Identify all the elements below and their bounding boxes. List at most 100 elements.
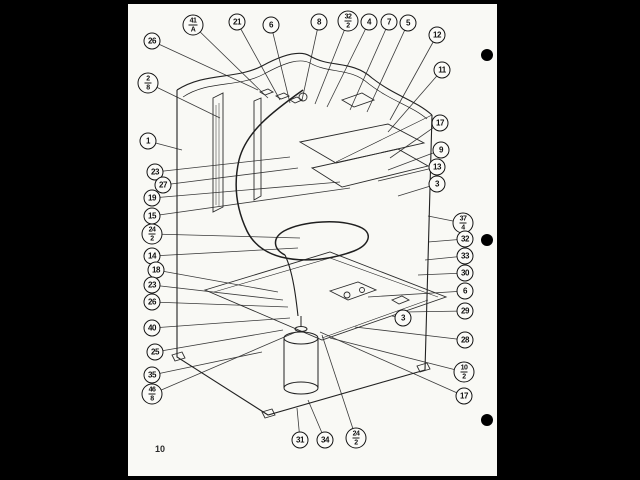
leader-line: [155, 269, 279, 293]
callout-quantity: 8: [148, 393, 156, 402]
leader-line: [301, 21, 320, 101]
callout-number: 8: [317, 17, 321, 26]
callout-number: 6: [269, 20, 273, 29]
callout-15: 15: [143, 207, 161, 225]
callout-28: 28: [456, 331, 474, 349]
callout-number: 23: [151, 167, 159, 176]
callout-number: 31: [296, 435, 304, 444]
leader-line: [236, 21, 281, 101]
callout-6: 6: [262, 16, 280, 34]
callout-quantity: 2: [460, 371, 468, 380]
callout-19: 19: [143, 189, 161, 207]
callout-number: 7: [387, 17, 391, 26]
leader-line: [321, 334, 357, 439]
callout-number: 41: [189, 17, 197, 24]
callout-9: 9: [432, 141, 450, 159]
callout-number: 29: [461, 306, 469, 315]
callout-12: 12: [428, 26, 446, 44]
callout-number: 1: [146, 136, 150, 145]
leader-line: [151, 187, 351, 217]
callout-number: 11: [438, 65, 446, 74]
leader-line: [354, 326, 466, 341]
callout-number: 5: [406, 18, 410, 27]
callout-35: 35: [143, 366, 161, 384]
leader-line: [389, 34, 438, 121]
callout-quantity: 2: [352, 437, 360, 446]
callout-number: 46: [148, 386, 156, 393]
leader-line: [162, 167, 299, 186]
callout-number: 25: [151, 347, 159, 356]
callout-33: 33: [456, 247, 474, 265]
callout-number: 35: [148, 370, 156, 379]
leader-line: [377, 166, 438, 182]
callout-number: 19: [148, 193, 156, 202]
callout-number: 37: [459, 215, 467, 222]
callout-8: 8: [310, 13, 328, 31]
callout-number: 33: [461, 251, 469, 260]
leader-line: [326, 21, 370, 108]
callout-number: 40: [148, 323, 156, 332]
leader-line: [151, 284, 284, 301]
callout-number: 6: [463, 286, 467, 295]
leader-line: [404, 310, 466, 313]
callout-3: 3: [394, 309, 412, 327]
leader-line: [329, 337, 465, 373]
callout-number: 26: [148, 36, 156, 45]
binder-dot: [481, 49, 493, 61]
callout-32: 32: [456, 230, 474, 248]
callout-number: 14: [148, 251, 156, 260]
callout-number: 12: [433, 30, 441, 39]
page-number: 10: [155, 444, 166, 454]
callout-quantity: A: [188, 24, 198, 33]
callout-number: 27: [159, 180, 167, 189]
callout-number: 9: [439, 145, 443, 154]
callout-number: 4: [367, 17, 371, 26]
callout-number: 21: [233, 17, 241, 26]
callout-number: 2: [146, 75, 150, 82]
callout-quantity: 8: [144, 82, 152, 91]
callout-23: 23: [146, 163, 164, 181]
callout-34: 34: [316, 431, 334, 449]
callout-number: 30: [461, 268, 469, 277]
callout-number: 32: [344, 13, 352, 20]
leader-line: [319, 331, 465, 397]
callout-1: 1: [139, 132, 157, 150]
callout-26: 26: [143, 32, 161, 50]
callout-number: 28: [461, 335, 469, 344]
leader-lines: [147, 20, 466, 441]
callout-number: 3: [435, 179, 439, 188]
callout-number: 13: [433, 162, 441, 171]
callout-7: 7: [380, 13, 398, 31]
leader-line: [314, 20, 349, 105]
callout-23: 23: [143, 276, 161, 294]
callout-number: 32: [461, 234, 469, 243]
drain-canister: [283, 316, 319, 395]
leader-line: [151, 181, 341, 199]
callout-quantity: 4: [459, 222, 467, 231]
callout-5: 5: [399, 14, 417, 32]
leader-line: [192, 24, 269, 99]
callout-21: 21: [228, 13, 246, 31]
leader-line: [147, 82, 221, 119]
callout-26: 26: [143, 293, 161, 311]
callout-4: 4: [360, 13, 378, 31]
condenser-tube: [235, 89, 369, 317]
cabinet-outline: [176, 52, 433, 416]
leader-line: [367, 290, 466, 298]
leader-line: [151, 301, 289, 308]
binder-holes: [481, 49, 493, 426]
callout-25: 25: [146, 343, 164, 361]
leader-line: [387, 149, 442, 171]
callout-number: 24: [148, 226, 156, 233]
leader-line: [151, 317, 291, 329]
callout-number: 26: [148, 297, 156, 306]
leader-line: [151, 331, 297, 395]
